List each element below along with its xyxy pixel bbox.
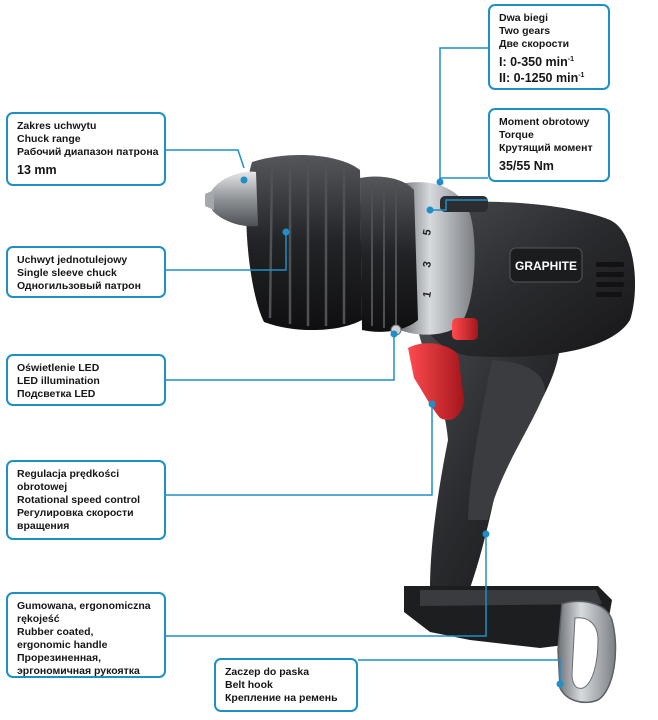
speed-pl: Regulacja prędkości obrotowej bbox=[17, 468, 120, 493]
brand-badge bbox=[509, 247, 583, 283]
gear-mark-5: 5 bbox=[421, 228, 434, 236]
handle-pl: Gumowana, ergonomiczna rękojeść bbox=[17, 600, 151, 625]
chuck-range-value: 13 mm bbox=[17, 163, 57, 177]
led-pl: Oświetlenie LED bbox=[17, 362, 100, 374]
callout-gears: Dwa biegi Two gears Две скорости I: 0-35… bbox=[488, 4, 610, 90]
belt-hook-en: Belt hook bbox=[225, 679, 273, 691]
gear-1-speed: I: 0-350 min-1 bbox=[499, 55, 575, 69]
belt-hook-ru: Крепление на ремень bbox=[225, 692, 338, 704]
gear-mark-1: 1 bbox=[421, 290, 434, 298]
chuck-en: Single sleeve chuck bbox=[17, 267, 117, 279]
torque-value: 35/55 Nm bbox=[499, 159, 554, 173]
gear-2-speed: II: 0-1250 min-1 bbox=[499, 71, 585, 85]
chuck-ru: Одногильзовый патрон bbox=[17, 280, 141, 292]
callout-belt-hook: Zaczep do paska Belt hook Крепление на р… bbox=[214, 658, 358, 712]
direction-switch bbox=[452, 318, 478, 340]
callout-torque: Moment obrotowy Torque Крутящий момент 3… bbox=[488, 108, 610, 182]
torque-pl: Moment obrotowy bbox=[499, 116, 590, 128]
chuck-range-pl: Zakres uchwytu bbox=[17, 120, 97, 132]
torque-collar bbox=[360, 176, 418, 332]
handle-ru: Прорезиненная, эргономичная рукоятка bbox=[17, 652, 140, 677]
handle-en: Rubber coated, ergonomic handle bbox=[17, 626, 108, 651]
led-ru: Подсветка LED bbox=[17, 388, 96, 400]
grip-panel bbox=[468, 360, 545, 520]
gears-pl: Dwa biegi bbox=[499, 12, 549, 24]
chuck-sleeve bbox=[246, 155, 362, 331]
gears-en: Two gears bbox=[499, 25, 551, 37]
callout-chuck: Uchwyt jednotulejowy Single sleeve chuck… bbox=[6, 246, 166, 298]
chuck-range-ru: Рабочий диапазон патрона bbox=[17, 146, 159, 158]
leader-lines bbox=[166, 47, 561, 684]
trigger bbox=[408, 343, 464, 420]
leader-dots bbox=[240, 176, 564, 688]
led-en: LED illumination bbox=[17, 375, 100, 387]
chuck-pl: Uchwyt jednotulejowy bbox=[17, 254, 128, 266]
gears-ru: Две скорости bbox=[499, 38, 570, 50]
gear-mark-3: 3 bbox=[421, 260, 434, 268]
callout-handle: Gumowana, ergonomiczna rękojeść Rubber c… bbox=[6, 592, 166, 678]
chuck-range-en: Chuck range bbox=[17, 133, 81, 145]
gearbox-ring bbox=[400, 182, 475, 335]
speed-en: Rotational speed control bbox=[17, 494, 141, 506]
speed-ru: Регулировка скорости вращения bbox=[17, 507, 134, 532]
callout-chuck-range: Zakres uchwytu Chuck range Рабочий диапа… bbox=[6, 112, 166, 186]
chuck-nose bbox=[212, 171, 258, 227]
callout-led: Oświetlenie LED LED illumination Подсвет… bbox=[6, 354, 166, 406]
torque-en: Torque bbox=[499, 129, 534, 141]
gear-selector bbox=[440, 196, 488, 212]
belt-hook-pl: Zaczep do paska bbox=[225, 666, 310, 678]
brand-text: GRAPHITE bbox=[515, 259, 577, 273]
callout-speed-control: Regulacja prędkości obrotowej Rotational… bbox=[6, 460, 166, 540]
torque-ru: Крутящий момент bbox=[499, 142, 593, 154]
air-vents bbox=[596, 262, 624, 297]
